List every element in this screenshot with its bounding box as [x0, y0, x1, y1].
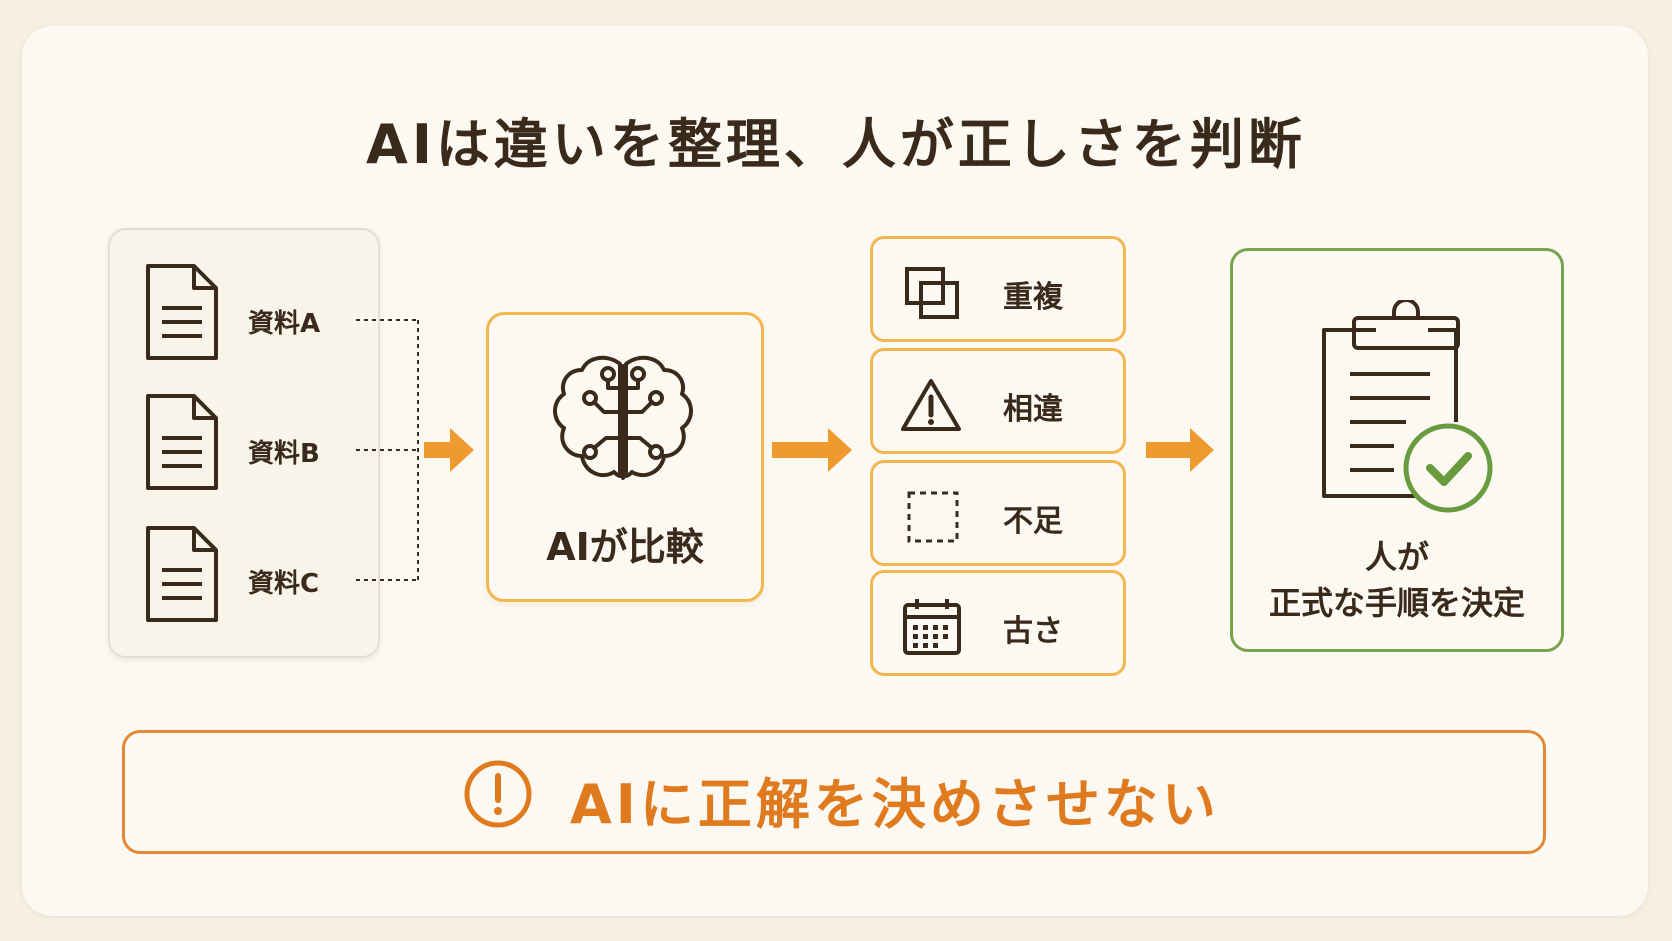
warning-text: AIに正解を決めさせない	[570, 773, 1220, 836]
document-icon	[146, 264, 218, 360]
document-icon	[146, 394, 218, 490]
issue-label: 不足	[1003, 504, 1063, 539]
issue-missing: 不足	[870, 460, 1126, 566]
exclamation-circle-icon	[464, 760, 532, 828]
issue-label: 重複	[1003, 280, 1063, 315]
overlap-squares-icon	[905, 267, 959, 319]
documents-panel	[108, 228, 380, 658]
warning-banner	[122, 730, 1546, 854]
ai-compare-label: AIが比較	[546, 525, 704, 569]
arrow-right-icon	[1146, 428, 1214, 472]
dashed-square-icon	[907, 491, 959, 543]
arrow-right-icon	[424, 428, 474, 472]
issue-duplicate: 重複	[870, 236, 1126, 342]
human-decision-label-line1: 人が	[1364, 538, 1429, 576]
issue-difference: 相違	[870, 348, 1126, 454]
clipboard-check-icon	[1322, 300, 1493, 513]
human-decision-label-line2: 正式な手順を決定	[1268, 584, 1525, 622]
issue-label: 相違	[1003, 392, 1063, 427]
document-icon	[146, 526, 218, 622]
document-label-c: 資料C	[248, 569, 320, 599]
issue-label: 古さ	[1003, 614, 1063, 649]
calendar-icon	[903, 599, 961, 655]
warning-triangle-icon	[901, 379, 961, 431]
document-label-a: 資料A	[248, 309, 321, 339]
brain-circuit-icon	[553, 355, 693, 480]
human-decision-box	[1230, 248, 1564, 652]
arrow-right-icon	[772, 428, 852, 472]
diagram-title: AIは違いを整理、人が正しさを判断	[366, 113, 1306, 176]
document-label-b: 資料B	[248, 439, 320, 469]
issue-outdated: 古さ	[870, 570, 1126, 676]
